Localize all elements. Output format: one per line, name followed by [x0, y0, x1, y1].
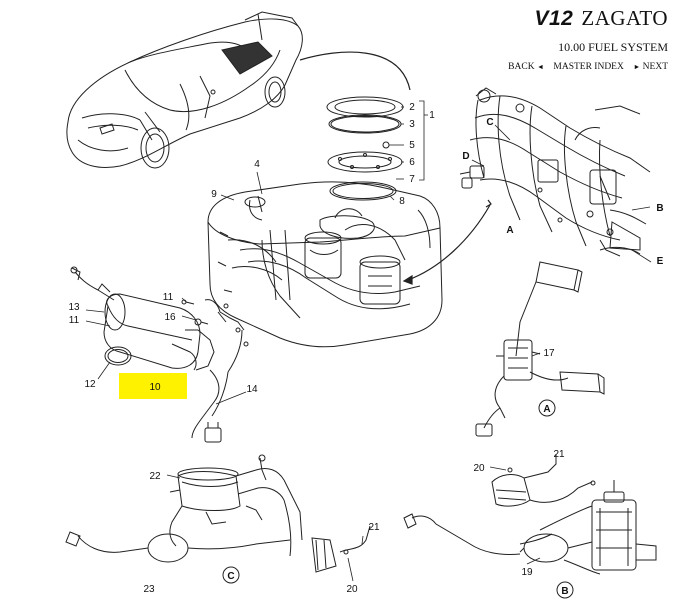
- charcoal-canister: [70, 266, 249, 443]
- callout-11-right: 11: [163, 292, 174, 303]
- callout-4: 4: [254, 159, 260, 170]
- callout-2: 2: [409, 102, 415, 113]
- label-d-engine: D: [462, 151, 469, 162]
- callout-3: 3: [409, 119, 415, 130]
- callout-16: 16: [164, 312, 176, 323]
- brand-logo: V12 ZAGATO: [534, 6, 668, 31]
- view-label-a: A: [543, 404, 550, 415]
- back-label: BACK: [508, 62, 535, 72]
- callout-22: 22: [149, 471, 161, 482]
- next-label: NEXT: [642, 62, 668, 72]
- back-link[interactable]: BACK ◄: [508, 62, 544, 72]
- engine-bay-illustration: [459, 87, 651, 257]
- callout-21-left: 21: [368, 522, 380, 533]
- fuel-tank: [207, 181, 443, 348]
- brand-name: ZAGATO: [581, 6, 668, 30]
- callout-5: 5: [409, 140, 415, 151]
- pump-assembly-a: [475, 261, 605, 437]
- label-c-engine: C: [486, 117, 493, 128]
- callout-12: 12: [84, 379, 96, 390]
- callout-21-right: 21: [553, 449, 565, 460]
- view-circles: [222, 399, 574, 599]
- callout-7: 7: [409, 174, 415, 185]
- label-e-engine: E: [657, 256, 664, 267]
- label-b-engine: B: [656, 203, 663, 214]
- view-label-c: C: [227, 571, 234, 582]
- brand-prefix: V12: [534, 7, 574, 30]
- nav-bar: BACK ◄ MASTER INDEX ► NEXT: [508, 62, 668, 72]
- callout-23: 23: [143, 584, 155, 595]
- leader-lines: [85, 100, 652, 582]
- callout-8: 8: [399, 196, 405, 207]
- callout-17: 17: [543, 348, 555, 359]
- callout-6: 6: [409, 157, 415, 168]
- callout-1: 1: [429, 110, 435, 121]
- filter-assembly-c: [65, 454, 371, 573]
- back-arrow-icon: ◄: [536, 63, 544, 71]
- callout-9: 9: [211, 189, 217, 200]
- view-arrows: [299, 51, 492, 285]
- view-label-b: B: [561, 586, 568, 597]
- callout-11-left: 11: [69, 315, 80, 326]
- callout-20-right: 20: [473, 463, 485, 474]
- seal-ring-stack: [326, 96, 404, 201]
- label-a-engine: A: [506, 225, 513, 236]
- pump-assembly-b: [403, 454, 657, 575]
- next-link[interactable]: ► NEXT: [633, 62, 668, 72]
- callout-13: 13: [68, 302, 80, 313]
- callout-14: 14: [246, 384, 258, 395]
- highlight-part-10: [119, 373, 187, 399]
- next-arrow-icon: ►: [633, 63, 641, 71]
- car-illustration: [66, 11, 303, 169]
- master-index-link[interactable]: MASTER INDEX: [553, 62, 624, 72]
- section-title: 10.00 FUEL SYSTEM: [558, 40, 668, 54]
- callout-10: 10: [149, 382, 161, 393]
- callout-19: 19: [521, 567, 533, 578]
- callout-20-left: 20: [346, 584, 358, 595]
